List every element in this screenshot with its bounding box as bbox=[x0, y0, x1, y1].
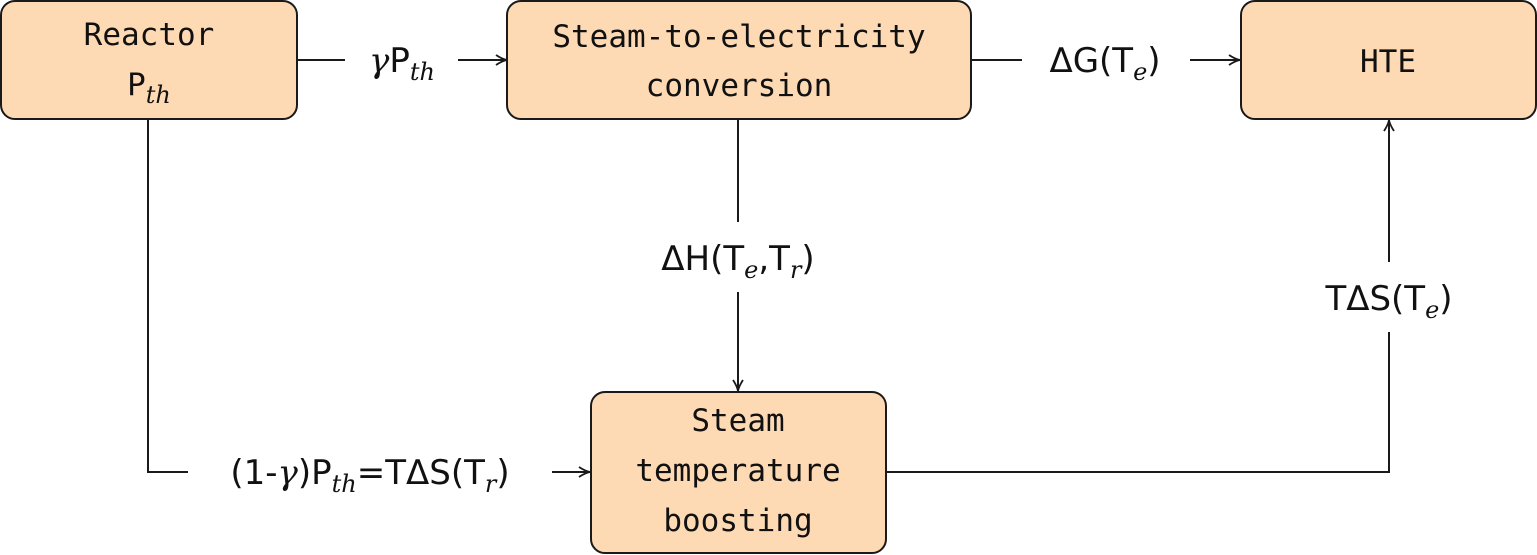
node-boosting: Steam temperature boosting bbox=[590, 391, 887, 554]
edge-conversion-to-boosting: ΔH(Te,Tr) bbox=[661, 119, 815, 392]
edge-conversion-to-hte: ΔG(Te) bbox=[971, 41, 1241, 86]
node-hte: HTE bbox=[1240, 0, 1537, 120]
boosting-label-line2: temperature bbox=[635, 453, 840, 489]
edge-label-one-minus-gamma-pth: (1-γ)Pth=TΔS(Tr) bbox=[230, 453, 509, 498]
connector-line bbox=[147, 119, 188, 473]
conversion-label-line1: Steam-to-electricity bbox=[552, 19, 925, 55]
edge-label-gamma-pth: γPth bbox=[369, 41, 435, 86]
connector-line bbox=[886, 332, 1390, 473]
boosting-label-line3: boosting bbox=[663, 503, 812, 539]
hte-box bbox=[1240, 0, 1537, 120]
conversion-label-line2: conversion bbox=[646, 68, 833, 104]
reactor-power-label: Pth bbox=[127, 67, 171, 109]
boosting-box bbox=[590, 391, 887, 554]
edge-label-delta-h: ΔH(Te,Tr) bbox=[661, 239, 814, 284]
node-conversion: Steam-to-electricity conversion bbox=[506, 0, 972, 120]
node-reactor: Reactor Pth bbox=[0, 0, 298, 120]
edge-reactor-to-boosting: (1-γ)Pth=TΔS(Tr) bbox=[147, 119, 591, 498]
reactor-label: Reactor bbox=[84, 17, 215, 53]
edge-label-t-delta-s-te: TΔS(Te) bbox=[1324, 279, 1452, 324]
edge-reactor-to-conversion: γPth bbox=[297, 41, 508, 86]
hte-label: HTE bbox=[1360, 44, 1416, 80]
conversion-box bbox=[506, 0, 972, 120]
edge-label-delta-g: ΔG(Te) bbox=[1049, 41, 1160, 86]
boosting-label-line1: Steam bbox=[691, 403, 784, 439]
edge-boosting-to-hte: TΔS(Te) bbox=[886, 119, 1453, 473]
reactor-box bbox=[0, 0, 298, 120]
